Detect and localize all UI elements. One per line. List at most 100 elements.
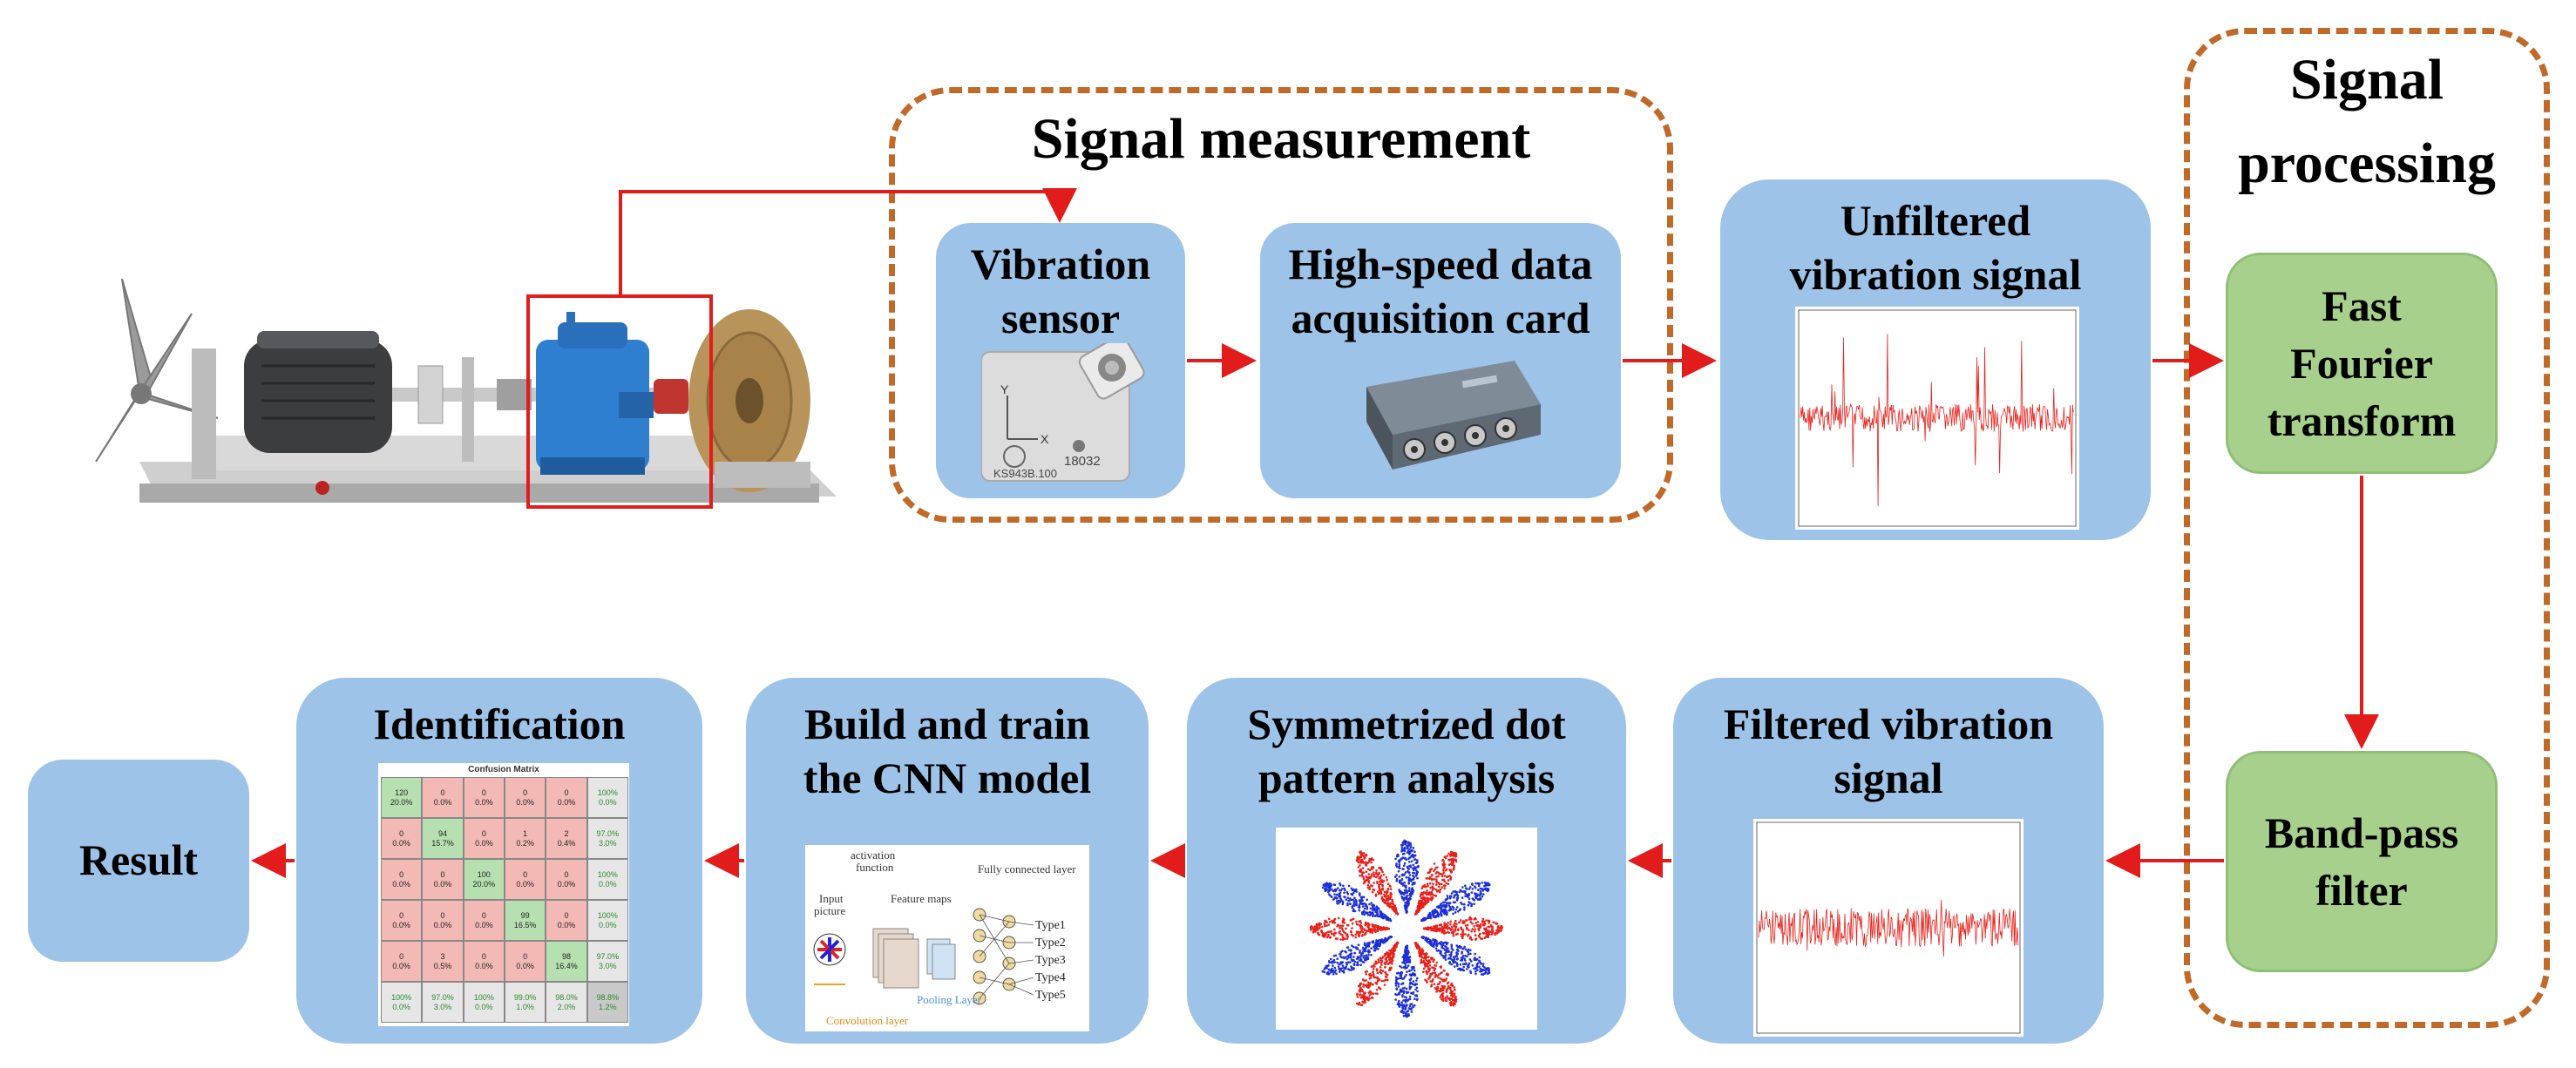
confusion-matrix-cell: 97.0% 3.0% xyxy=(587,819,627,858)
unfiltered-signal-plot xyxy=(1795,307,2079,530)
confusion-matrix-cell: 98.0% 2.0% xyxy=(546,983,586,1022)
sensor-axis-y: Y xyxy=(1000,382,1009,396)
sensor-model-text: KS943B.100 xyxy=(993,467,1057,480)
signal-measurement-title: Signal measurement xyxy=(1031,107,1531,171)
confusion-matrix-cell: 94 15.7% xyxy=(423,819,463,858)
confusion-matrix-cell: 100% 0.0% xyxy=(587,860,627,899)
identification-label: Identification xyxy=(373,700,626,748)
unfiltered-signal-label-line1: Unfiltered xyxy=(1840,196,2031,245)
sdp-petal xyxy=(1422,916,1504,942)
confusion-matrix-cell: 0 0.0% xyxy=(382,819,422,858)
confusion-matrix-cell: 0 0.0% xyxy=(464,901,504,940)
confusion-matrix-cell: 99.0% 1.0% xyxy=(505,983,546,1022)
confusion-matrix-cell: 99 16.5% xyxy=(505,901,546,940)
cnn-type4-text: Type4 xyxy=(1035,971,1066,984)
confusion-matrix-cell: 97.0% 3.0% xyxy=(423,983,463,1022)
fft-label: Fast Fourier transform xyxy=(2268,277,2457,450)
signal-processing-title-line1: Signal xyxy=(2289,48,2444,112)
filtered-signal-box: Filtered vibration signal xyxy=(1673,678,2104,1044)
confusion-matrix-cell: 100% 0.0% xyxy=(382,983,422,1022)
sdp-analysis-box: Symmetrized dot pattern analysis xyxy=(1187,678,1626,1044)
identification-box: Identification Confusion Matrix 120 20.0… xyxy=(296,678,702,1044)
unfiltered-signal-trace xyxy=(1800,334,2074,507)
cnn-type5-text: Type5 xyxy=(1035,989,1066,1002)
cnn-picture-text: picture xyxy=(814,904,845,917)
daq-card-label: High-speed data acquisition card xyxy=(1260,237,1621,345)
cnn-input-text: Input xyxy=(819,892,844,905)
confusion-matrix-grid: 120 20.0%0 0.0%0 0.0%0 0.0%0 0.0%100% 0.… xyxy=(381,777,628,1023)
signal-processing-title: Signal processing xyxy=(2184,38,2550,206)
sdp-petal xyxy=(1321,882,1393,923)
fft-label-line3: transform xyxy=(2267,396,2457,445)
unfiltered-signal-label: Unfiltered vibration signal xyxy=(1720,193,2151,301)
cnn-type2-text: Type2 xyxy=(1035,936,1066,950)
result-box: Result xyxy=(28,760,249,962)
confusion-matrix-cell: 0 0.0% xyxy=(505,778,546,817)
confusion-matrix-cell: 100% 0.0% xyxy=(464,983,504,1022)
confusion-matrix-cell: 2 0.4% xyxy=(546,819,586,858)
confusion-matrix-cell: 100 20.0% xyxy=(464,860,504,899)
sdp-petal xyxy=(1321,935,1393,976)
confusion-matrix-cell: 98.8% 1.2% xyxy=(587,983,627,1022)
signal-processing-title-line2: processing xyxy=(2238,132,2496,195)
sdp-petal xyxy=(1413,942,1458,1007)
vibration-sensor-label: Vibration sensor xyxy=(936,237,1185,345)
cnn-model-label-line2: the CNN model xyxy=(803,754,1092,802)
confusion-matrix-cell: 100% 0.0% xyxy=(587,778,627,817)
confusion-matrix-cell: 100% 0.0% xyxy=(587,901,627,940)
confusion-matrix-cell: 0 0.0% xyxy=(546,860,586,899)
confusion-matrix-title: Confusion Matrix xyxy=(468,765,539,774)
vibration-sensor-label-line1: Vibration xyxy=(970,240,1151,288)
vibration-sensor-image: Y X 18032 KS943B.100 xyxy=(981,343,1147,483)
cnn-model-label: Build and train the CNN model xyxy=(746,697,1149,805)
vibration-sensor-label-line2: sensor xyxy=(1000,294,1121,342)
confusion-matrix-cell: 0 0.0% xyxy=(464,942,504,981)
cnn-architecture-diagram: activation function Fully connected laye… xyxy=(805,845,1089,1031)
confusion-matrix-cell: 0 0.0% xyxy=(464,819,504,858)
sdp-petal xyxy=(1413,850,1458,916)
test-rig-illustration xyxy=(87,261,871,523)
cnn-feature-maps-text: Feature maps xyxy=(891,892,952,905)
result-label: Result xyxy=(78,835,199,884)
confusion-matrix-cell: 0 0.0% xyxy=(505,860,546,899)
sdp-analysis-label-line1: Symmetrized dot xyxy=(1247,700,1566,748)
confusion-matrix-cell: 1 0.2% xyxy=(505,819,546,858)
daq-card-image xyxy=(1340,352,1549,483)
confusion-matrix-cell: 0 0.0% xyxy=(382,901,422,940)
filtered-signal-trace xyxy=(1758,899,2019,957)
gearbox-highlight-box xyxy=(526,294,713,509)
band-pass-filter-label: Band-pass filter xyxy=(2265,804,2458,919)
daq-card-label-line1: High-speed data xyxy=(1288,240,1593,288)
confusion-matrix-cell: 120 20.0% xyxy=(382,778,422,817)
sdp-petal xyxy=(1393,839,1420,914)
confusion-matrix-cell: 0 0.0% xyxy=(382,942,422,981)
cnn-model-label-line1: Build and train xyxy=(804,700,1090,748)
confusion-matrix-cell: 0 0.0% xyxy=(423,778,463,817)
signal-processing-group xyxy=(2184,28,2550,1028)
sdp-analysis-label-line2: pattern analysis xyxy=(1257,754,1556,802)
cnn-type1-text: Type1 xyxy=(1035,919,1066,932)
sdp-petal xyxy=(1309,916,1390,941)
signal-measurement-group xyxy=(889,87,1673,523)
fft-label-line1: Fast xyxy=(2322,281,2402,330)
confusion-matrix-cell: 0 0.0% xyxy=(546,778,586,817)
confusion-matrix-cell: 0 0.0% xyxy=(423,860,463,899)
sdp-analysis-label: Symmetrized dot pattern analysis xyxy=(1187,697,1626,805)
unfiltered-signal-box: Unfiltered vibration signal xyxy=(1720,179,2151,540)
vibration-sensor-box: Vibration sensor Y X 18032 KS943B.100 xyxy=(936,223,1185,498)
sdp-petal xyxy=(1394,944,1419,1018)
sdp-petal xyxy=(1420,882,1491,923)
cnn-function-text: function xyxy=(856,861,894,874)
cnn-type3-text: Type3 xyxy=(1035,954,1066,967)
confusion-matrix-cell: 0 0.0% xyxy=(423,901,463,940)
sdp-petal xyxy=(1355,850,1400,916)
sensor-code-text: 18032 xyxy=(1064,454,1101,469)
cnn-model-box: Build and train the CNN model activation… xyxy=(746,678,1149,1044)
sdp-pattern-image xyxy=(1276,828,1537,1030)
confusion-matrix-cell: 0 0.0% xyxy=(546,901,586,940)
confusion-matrix-cell: 98 16.4% xyxy=(546,942,586,981)
sdp-petal xyxy=(1420,936,1491,976)
filtered-signal-plot xyxy=(1753,819,2024,1037)
fft-box: Fast Fourier transform xyxy=(2226,253,2498,474)
confusion-matrix-cell: 0 0.0% xyxy=(505,942,546,981)
